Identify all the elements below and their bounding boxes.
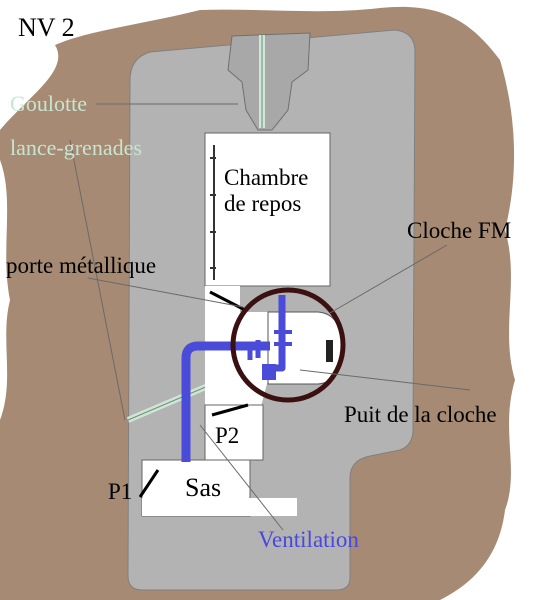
chambre-label-line1: Chambre <box>224 165 308 190</box>
porte-metallique-label: porte métallique <box>6 253 156 278</box>
cloche-fm-label: Cloche FM <box>407 218 511 243</box>
chambre-de-repos-room <box>204 132 331 287</box>
puit-cloche-label: Puit de la cloche <box>344 402 497 427</box>
bunk-marks <box>210 145 216 280</box>
p2-door <box>211 403 249 417</box>
sas-label: Sas <box>185 473 221 502</box>
level-title: NV 2 <box>18 13 75 42</box>
cloche-hatch <box>326 340 333 362</box>
leader-lines <box>69 103 471 531</box>
cloche-fm-ring <box>230 287 346 403</box>
goulotte-label-line1: Goulotte <box>10 91 87 116</box>
p2-label: P2 <box>215 423 239 448</box>
p1-door <box>138 469 160 498</box>
concrete-block <box>127 29 416 591</box>
goulotte-chute <box>126 35 265 423</box>
top-embrasure <box>227 32 311 131</box>
sas-lower <box>142 498 297 516</box>
goulotte-label-line2: lance-grenades <box>10 135 142 160</box>
p1-label: P1 <box>108 479 132 504</box>
chambre-label-line2: de repos <box>224 191 301 216</box>
porte-metallique-door <box>209 290 246 312</box>
ventilation-duct <box>181 295 292 462</box>
ventilation-label: Ventilation <box>258 527 359 552</box>
